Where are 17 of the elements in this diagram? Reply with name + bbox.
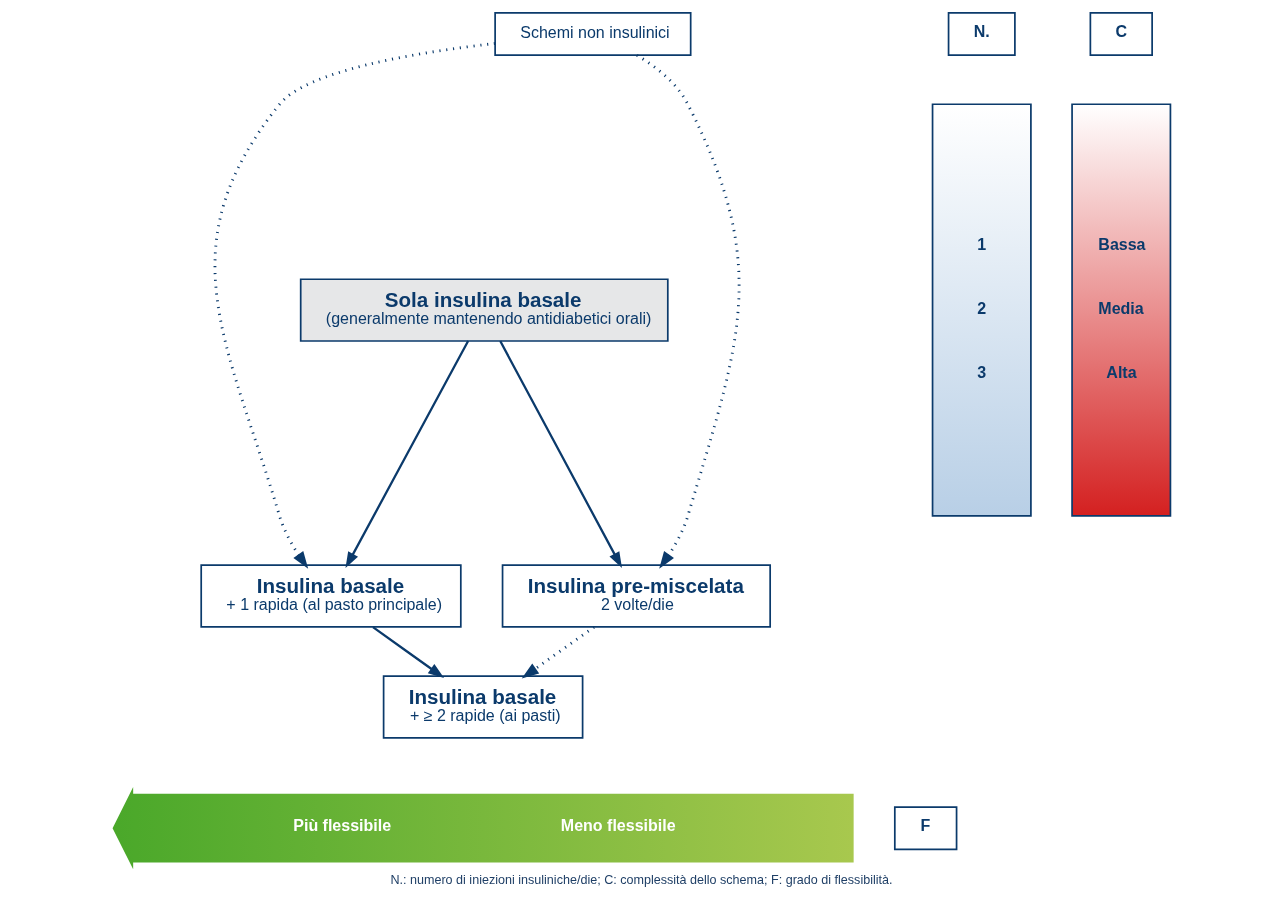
node-box: Insulina pre-miscelata 2 volte/die xyxy=(501,564,771,628)
node-box: Schemi non insulinici xyxy=(493,11,692,56)
node-box: Insulina basale + 1 rapida (al pasto principale) xyxy=(199,564,462,628)
node-box: F xyxy=(893,806,957,851)
node-box: 1 2 3 xyxy=(931,103,1032,517)
arrow xyxy=(345,340,469,569)
node-box: C xyxy=(1089,11,1153,56)
node-box: Bassa Media Alta xyxy=(1070,103,1171,517)
arrow xyxy=(521,625,595,679)
node-box: Sola insulina basale (generalmente mantenendo antidiabetici orali) xyxy=(299,278,669,342)
arrow xyxy=(213,42,495,569)
arrow xyxy=(371,626,444,678)
node-box: N. xyxy=(947,11,1016,56)
caption: N.: numero di iniezioni insuliniche/die; C: complessità dello schema; F: grado di flessibilità. xyxy=(389,872,893,887)
node-box: Insulina basale + ≥ 2 rapide (ai pasti) xyxy=(382,675,583,739)
arrow xyxy=(498,340,622,569)
arrow xyxy=(635,54,740,569)
